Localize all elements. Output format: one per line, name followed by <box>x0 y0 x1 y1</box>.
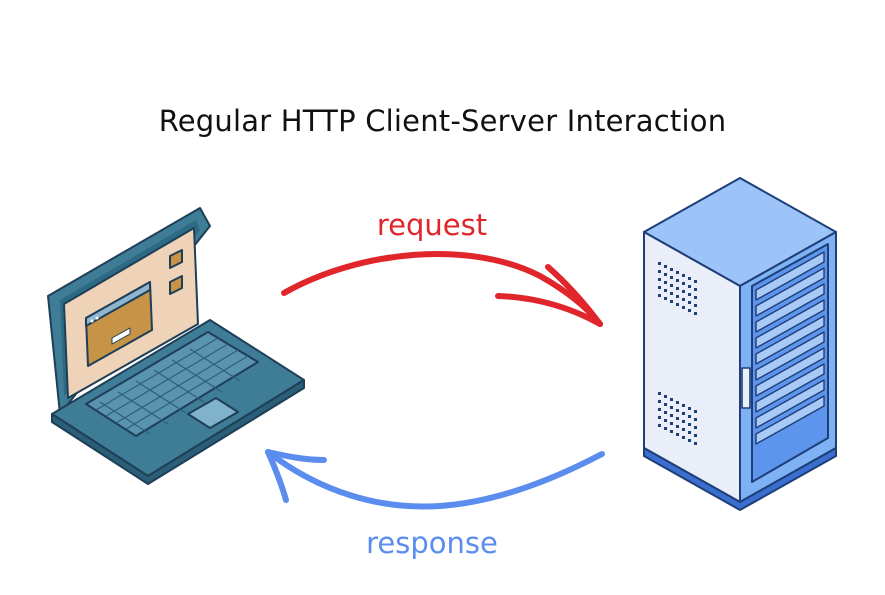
request-arrow <box>281 251 603 327</box>
response-label: response <box>366 526 498 560</box>
laptop-icon <box>47 207 305 485</box>
request-label: request <box>376 208 488 242</box>
response-arrow <box>265 449 605 510</box>
diagram-title: Regular HTTP Client-Server Interaction <box>158 104 727 138</box>
server-icon <box>643 177 837 511</box>
